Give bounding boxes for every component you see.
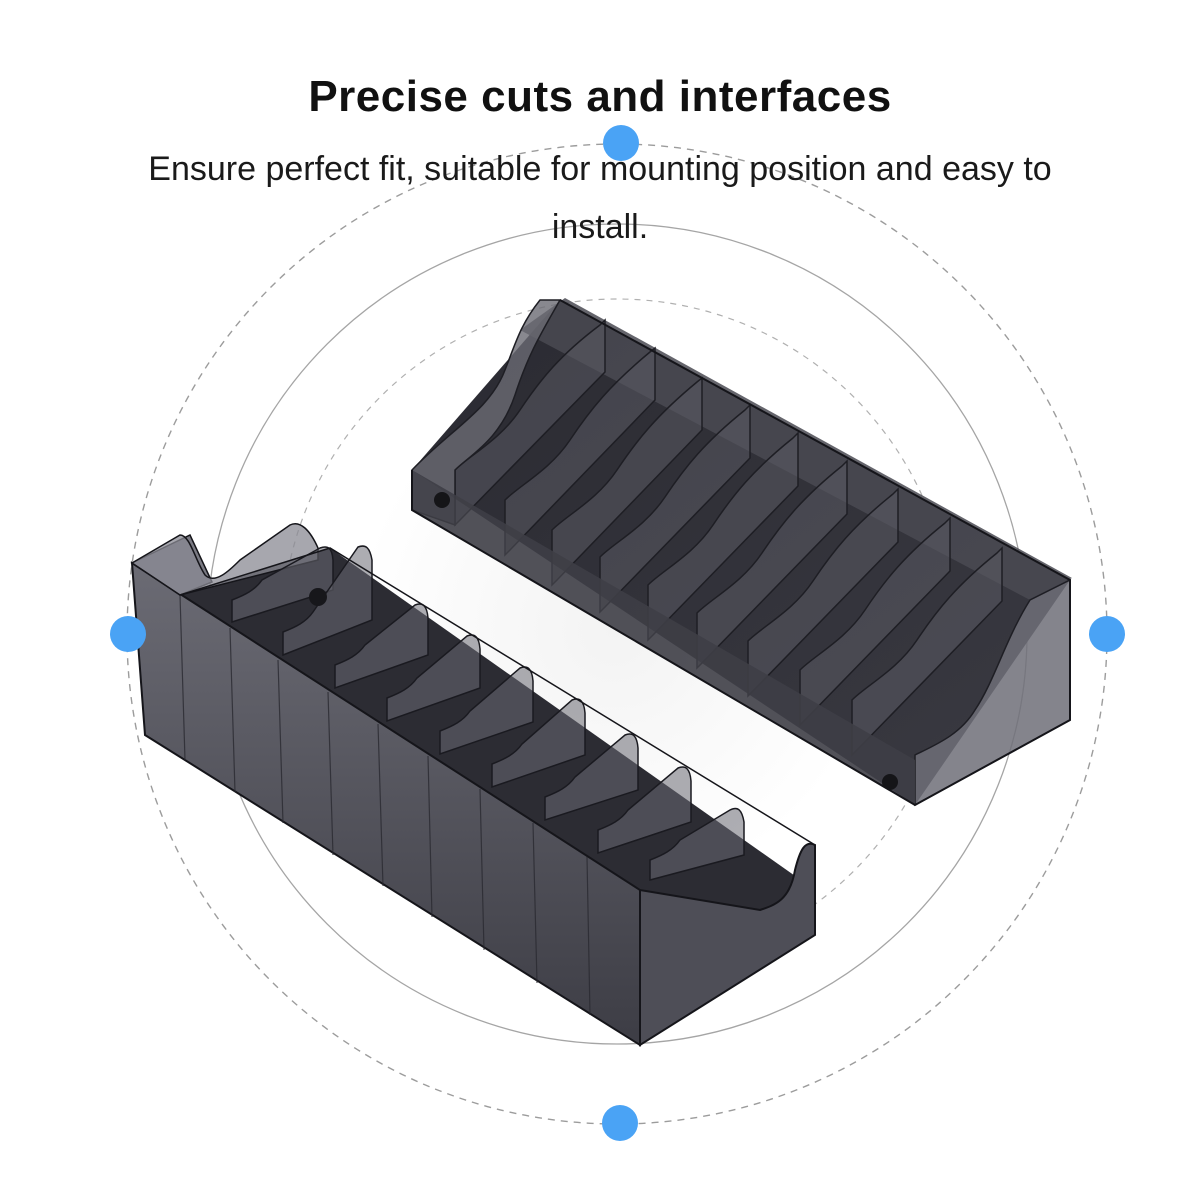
subline: Ensure perfect fit, suitable for mountin… bbox=[148, 150, 1052, 246]
headline: Precise cuts and interfaces bbox=[308, 72, 892, 121]
organizer-tray-right bbox=[411, 298, 1072, 807]
organizer-tray-left bbox=[130, 523, 816, 1047]
